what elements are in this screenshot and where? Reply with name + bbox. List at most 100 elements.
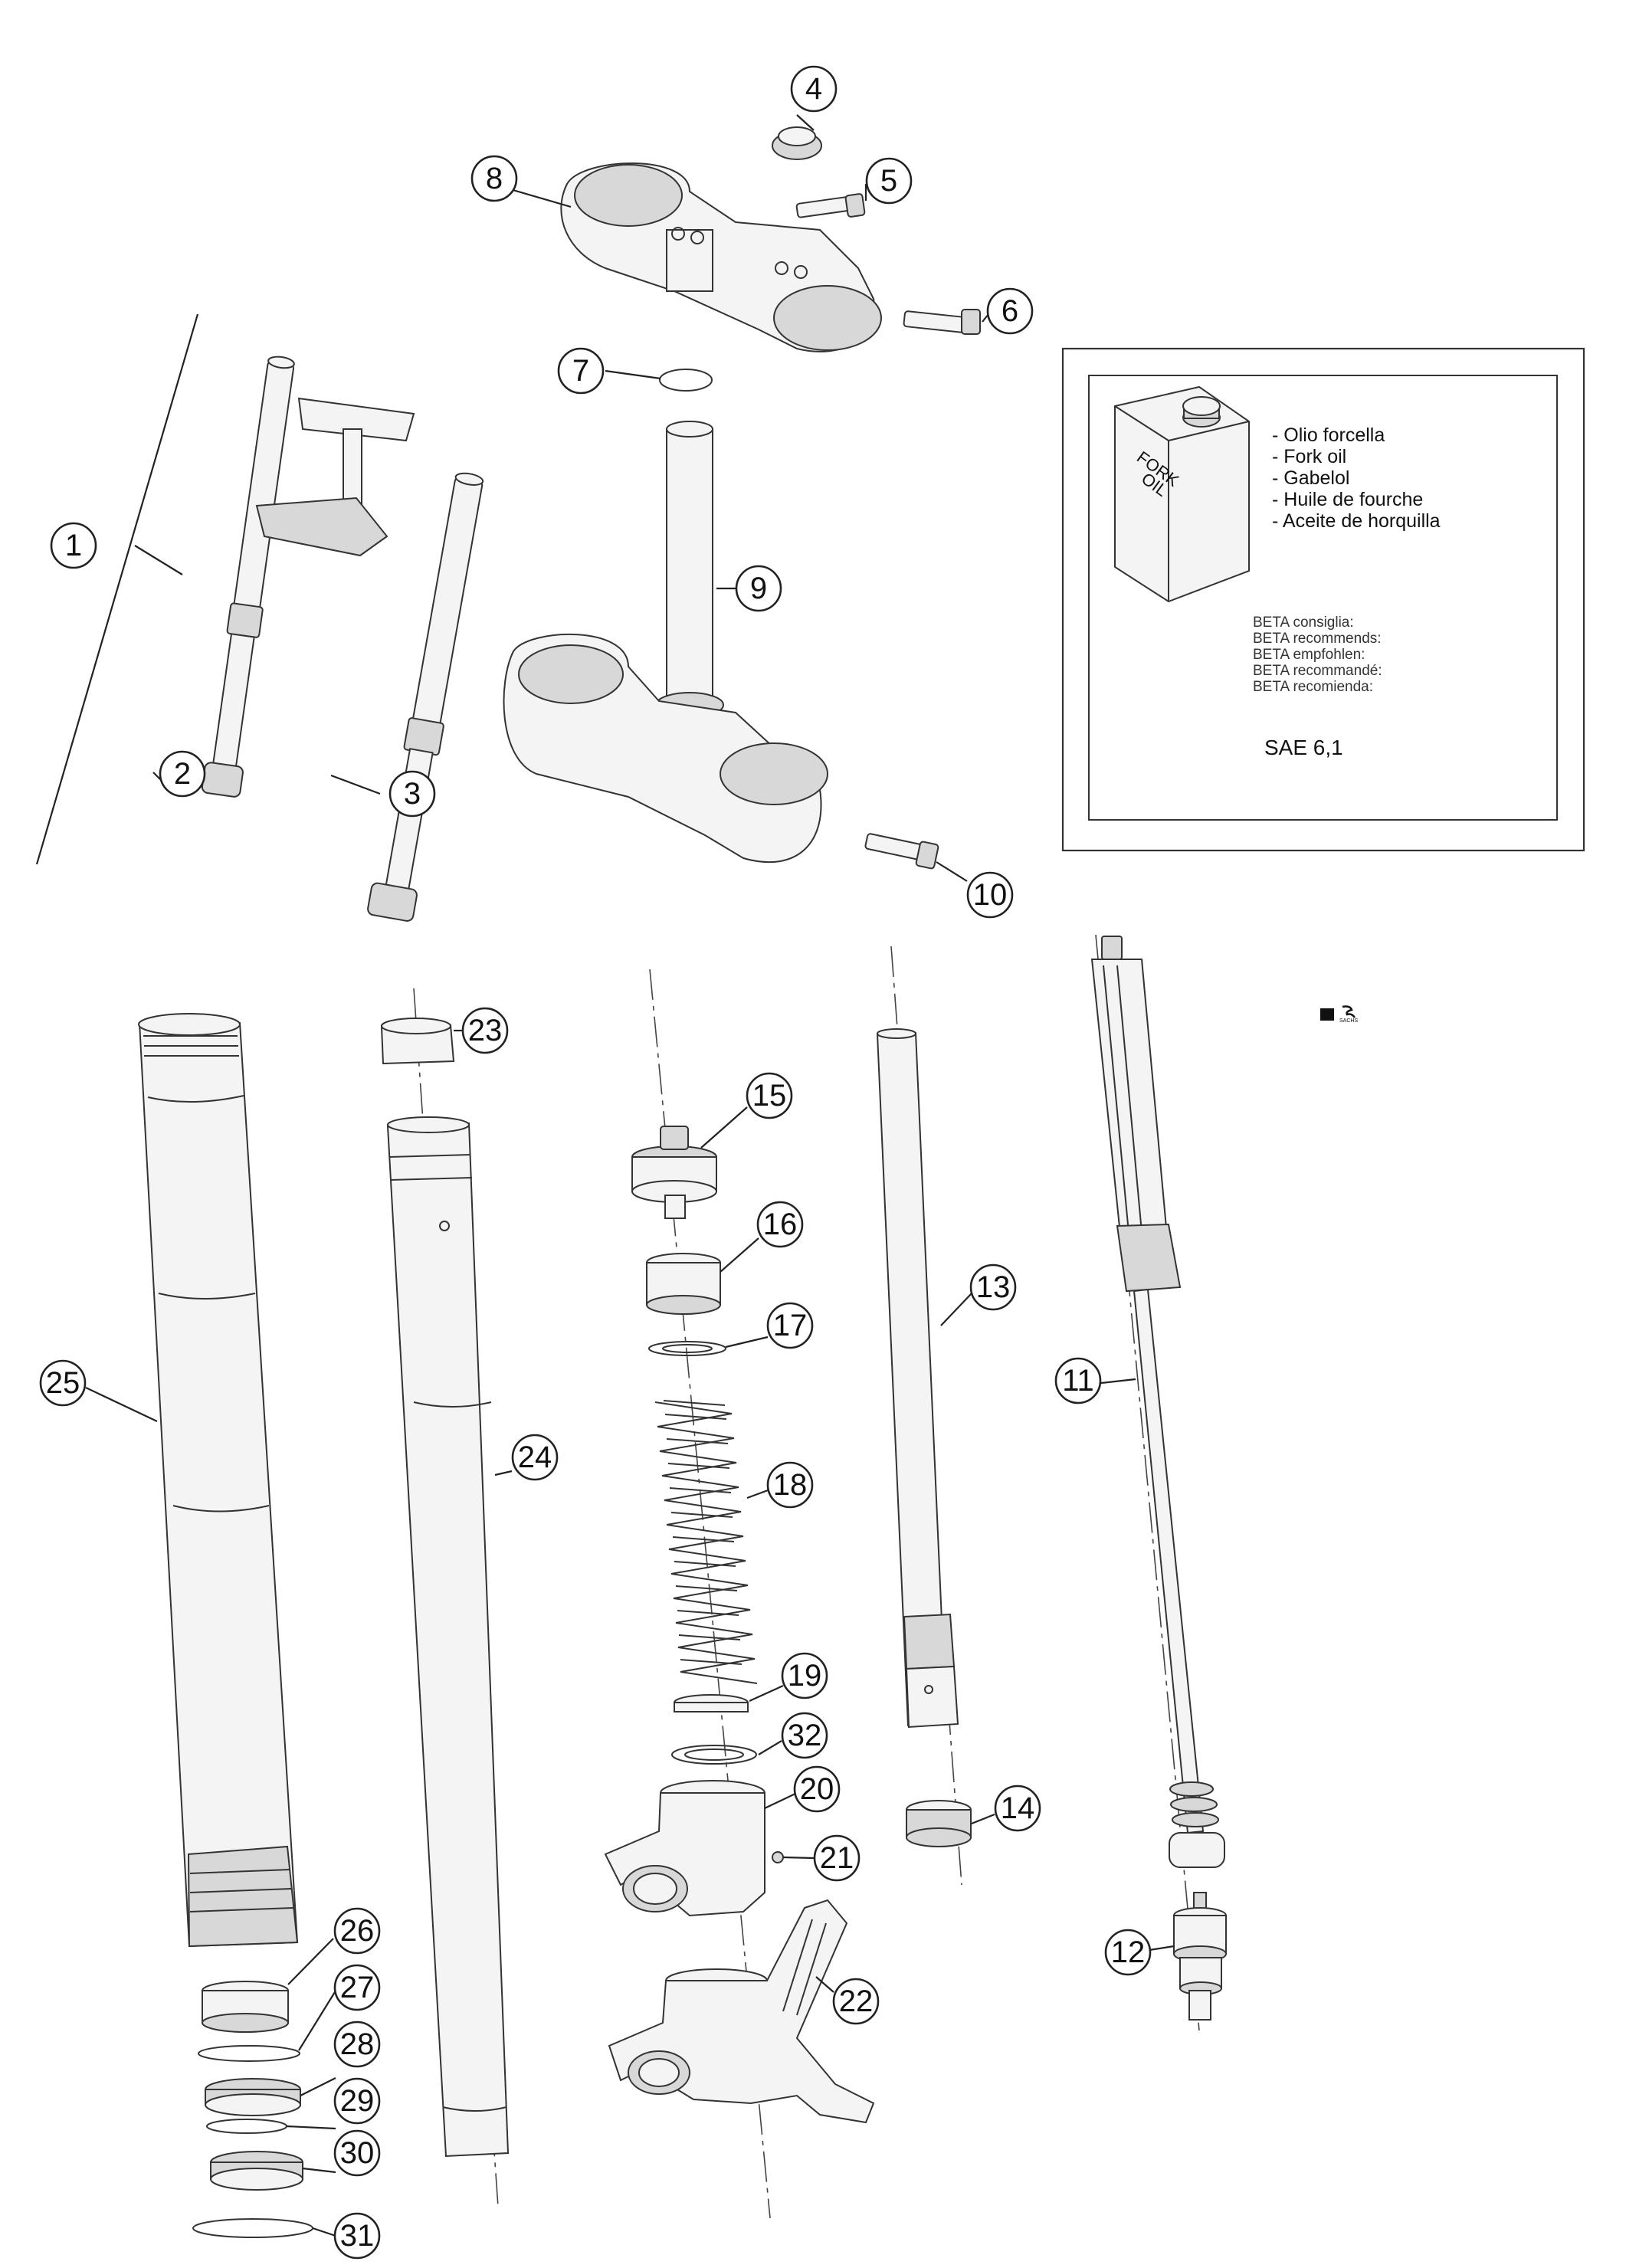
svg-text:30: 30 bbox=[340, 2136, 375, 2170]
callout-24: 24 bbox=[511, 1434, 559, 1481]
callout-6: 6 bbox=[986, 287, 1034, 335]
inner-tube bbox=[386, 1116, 513, 2158]
svg-text:5: 5 bbox=[880, 164, 897, 198]
callout-15: 15 bbox=[746, 1072, 793, 1119]
callout-1: 1 bbox=[50, 522, 97, 569]
lower-triple-clamp-stem bbox=[503, 421, 828, 864]
steering-nut bbox=[772, 114, 822, 160]
svg-text:26: 26 bbox=[340, 1914, 375, 1948]
base-valve bbox=[1149, 1892, 1227, 2021]
axle-foot bbox=[604, 1780, 798, 1917]
cartridge-bush bbox=[906, 1800, 995, 1847]
shim-washer bbox=[671, 1740, 782, 1765]
complete-fork-assembly bbox=[35, 313, 484, 922]
svg-text:11: 11 bbox=[1062, 1364, 1094, 1398]
oil-name-fr: - Huile de fourche bbox=[1272, 489, 1423, 510]
svg-text:25: 25 bbox=[46, 1366, 80, 1400]
svg-text:29: 29 bbox=[340, 2084, 375, 2118]
svg-text:3: 3 bbox=[404, 777, 421, 811]
dust-seal-stack bbox=[192, 1938, 338, 2238]
svg-text:10: 10 bbox=[973, 878, 1008, 912]
svg-text:22: 22 bbox=[839, 1984, 874, 2018]
lower-clamp-bolt bbox=[864, 833, 968, 882]
callout-3: 3 bbox=[388, 770, 436, 818]
svg-text:21: 21 bbox=[820, 1841, 854, 1875]
spring-washer-upper bbox=[648, 1336, 769, 1356]
bleed-screw bbox=[772, 1851, 815, 1863]
callout-21: 21 bbox=[813, 1834, 861, 1882]
svg-text:18: 18 bbox=[773, 1468, 808, 1502]
svg-text:2: 2 bbox=[174, 757, 191, 791]
preload-spacer bbox=[646, 1237, 759, 1315]
svg-text:4: 4 bbox=[805, 72, 822, 106]
svg-text:15: 15 bbox=[752, 1079, 787, 1113]
svg-text:28: 28 bbox=[340, 2027, 375, 2061]
recommend-it: BETA consiglia: bbox=[1253, 615, 1354, 631]
recommend-en: BETA recommends: bbox=[1253, 631, 1382, 647]
svg-text:14: 14 bbox=[1001, 1791, 1035, 1825]
svg-text:24: 24 bbox=[518, 1440, 552, 1474]
callout-27: 27 bbox=[333, 1964, 381, 2011]
callout-12: 12 bbox=[1104, 1929, 1152, 1976]
svg-text:27: 27 bbox=[340, 1971, 375, 2004]
cartridge-tube bbox=[876, 1028, 972, 1729]
callout-16: 16 bbox=[756, 1201, 804, 1248]
recommend-de: BETA empfohlen: bbox=[1253, 647, 1365, 663]
fork-cap bbox=[631, 1106, 748, 1219]
callout-25: 25 bbox=[39, 1359, 87, 1407]
spring-seat bbox=[674, 1684, 784, 1712]
callout-32: 32 bbox=[781, 1712, 828, 1759]
callout-22: 22 bbox=[832, 1978, 880, 2025]
callout-13: 13 bbox=[969, 1263, 1017, 1311]
oil-name-it: - Olio forcella bbox=[1272, 424, 1385, 446]
svg-text:12: 12 bbox=[1111, 1935, 1146, 1969]
svg-text:8: 8 bbox=[486, 162, 503, 195]
svg-text:23: 23 bbox=[468, 1014, 503, 1047]
callout-29: 29 bbox=[333, 2077, 381, 2125]
svg-text:1: 1 bbox=[65, 529, 82, 562]
callout-7: 7 bbox=[557, 347, 605, 395]
callout-4: 4 bbox=[790, 65, 838, 113]
oil-name-de: - Gabelol bbox=[1272, 467, 1349, 489]
callout-9: 9 bbox=[735, 565, 782, 612]
callout-5: 5 bbox=[865, 157, 913, 205]
callout-14: 14 bbox=[994, 1785, 1041, 1832]
callout-10: 10 bbox=[966, 871, 1014, 919]
callout-11: 11 bbox=[1054, 1357, 1102, 1404]
axle-foot-with-bracket bbox=[608, 1899, 875, 2124]
svg-text:6: 6 bbox=[1001, 294, 1018, 328]
callout-18: 18 bbox=[766, 1461, 814, 1509]
callout-23: 23 bbox=[461, 1007, 509, 1054]
callout-20: 20 bbox=[793, 1765, 841, 1813]
svg-text:31: 31 bbox=[340, 2219, 375, 2253]
upper-triple-clamp bbox=[486, 162, 882, 352]
callout-8: 8 bbox=[470, 155, 518, 202]
oil-name-en: - Fork oil bbox=[1272, 446, 1346, 467]
fork-oil-panel: FORK OIL - Olio forcella - Fork oil - Ga… bbox=[1061, 347, 1585, 852]
oil-grade: SAE 6,1 bbox=[1264, 736, 1343, 759]
callout-17: 17 bbox=[766, 1302, 814, 1349]
fork-spring bbox=[654, 1400, 769, 1684]
svg-text:17: 17 bbox=[773, 1309, 808, 1342]
callout-19: 19 bbox=[781, 1652, 828, 1699]
clamp-bolt-long bbox=[903, 309, 989, 335]
damper-cartridge bbox=[1090, 936, 1225, 1868]
outer-tube bbox=[85, 1013, 299, 1948]
callout-31: 31 bbox=[333, 2212, 381, 2260]
svg-text:19: 19 bbox=[788, 1659, 822, 1693]
svg-text:16: 16 bbox=[763, 1208, 798, 1241]
recommend-fr: BETA recommandé: bbox=[1253, 663, 1382, 679]
guide-bush-upper bbox=[380, 1018, 462, 1065]
callout-28: 28 bbox=[333, 2021, 381, 2068]
svg-text:9: 9 bbox=[750, 572, 767, 605]
sachs-logo-text: SACHS bbox=[1339, 1018, 1358, 1024]
svg-text:13: 13 bbox=[976, 1270, 1011, 1304]
oil-can-icon: FORK OIL bbox=[1114, 385, 1250, 603]
recommend-es: BETA recomienda: bbox=[1253, 679, 1373, 695]
o-ring bbox=[605, 369, 713, 392]
svg-text:20: 20 bbox=[800, 1772, 834, 1806]
callout-26: 26 bbox=[333, 1907, 381, 1955]
svg-text:7: 7 bbox=[572, 354, 589, 388]
callout-2: 2 bbox=[159, 750, 206, 798]
